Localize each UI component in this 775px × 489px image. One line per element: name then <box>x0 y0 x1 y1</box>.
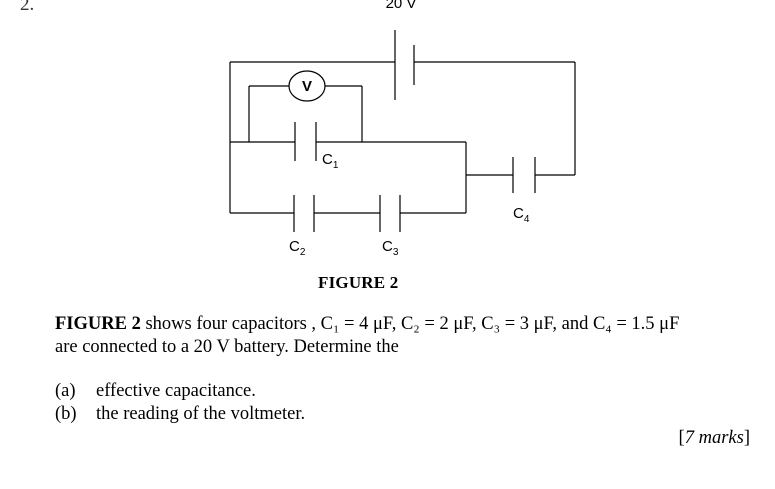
part-a: (a) effective capacitance. <box>55 381 256 402</box>
c4-label: C4 <box>513 205 530 225</box>
c1-label: C1 <box>322 151 339 171</box>
c2-label: C2 <box>289 238 306 258</box>
part-b-label: (b) <box>55 404 77 424</box>
voltmeter-circle <box>288 70 326 102</box>
circuit-diagram: V 20 V C1 C4 C2 C3 <box>229 0 576 258</box>
question-line-2: are connected to a 20 V battery. Determi… <box>55 337 399 357</box>
part-a-label: (a) <box>55 381 76 401</box>
part-a-text: effective capacitance. <box>96 381 256 401</box>
battery-label: 20 V <box>386 0 417 12</box>
part-b: (b) the reading of the voltmeter. <box>55 404 305 425</box>
figure-caption: FIGURE 2 <box>318 273 399 292</box>
question-number: 2. <box>20 0 35 15</box>
question-line-1: FIGURE 2 shows four capacitors , C₁ = 4 … <box>55 313 679 336</box>
part-b-text: the reading of the voltmeter. <box>96 404 306 424</box>
capacitor-values: shows four capacitors , C₁ = 4 μF, C₂ = … <box>140 314 680 334</box>
marks-allocation: [7 marks] <box>678 428 750 448</box>
question-text: FIGURE 2 shows four capacitors , C₁ = 4 … <box>55 313 679 359</box>
figure-reference: FIGURE 2 <box>55 314 141 334</box>
voltmeter-label: V <box>302 78 312 95</box>
marks-text: 7 marks <box>684 428 744 448</box>
c3-label: C3 <box>382 238 399 258</box>
